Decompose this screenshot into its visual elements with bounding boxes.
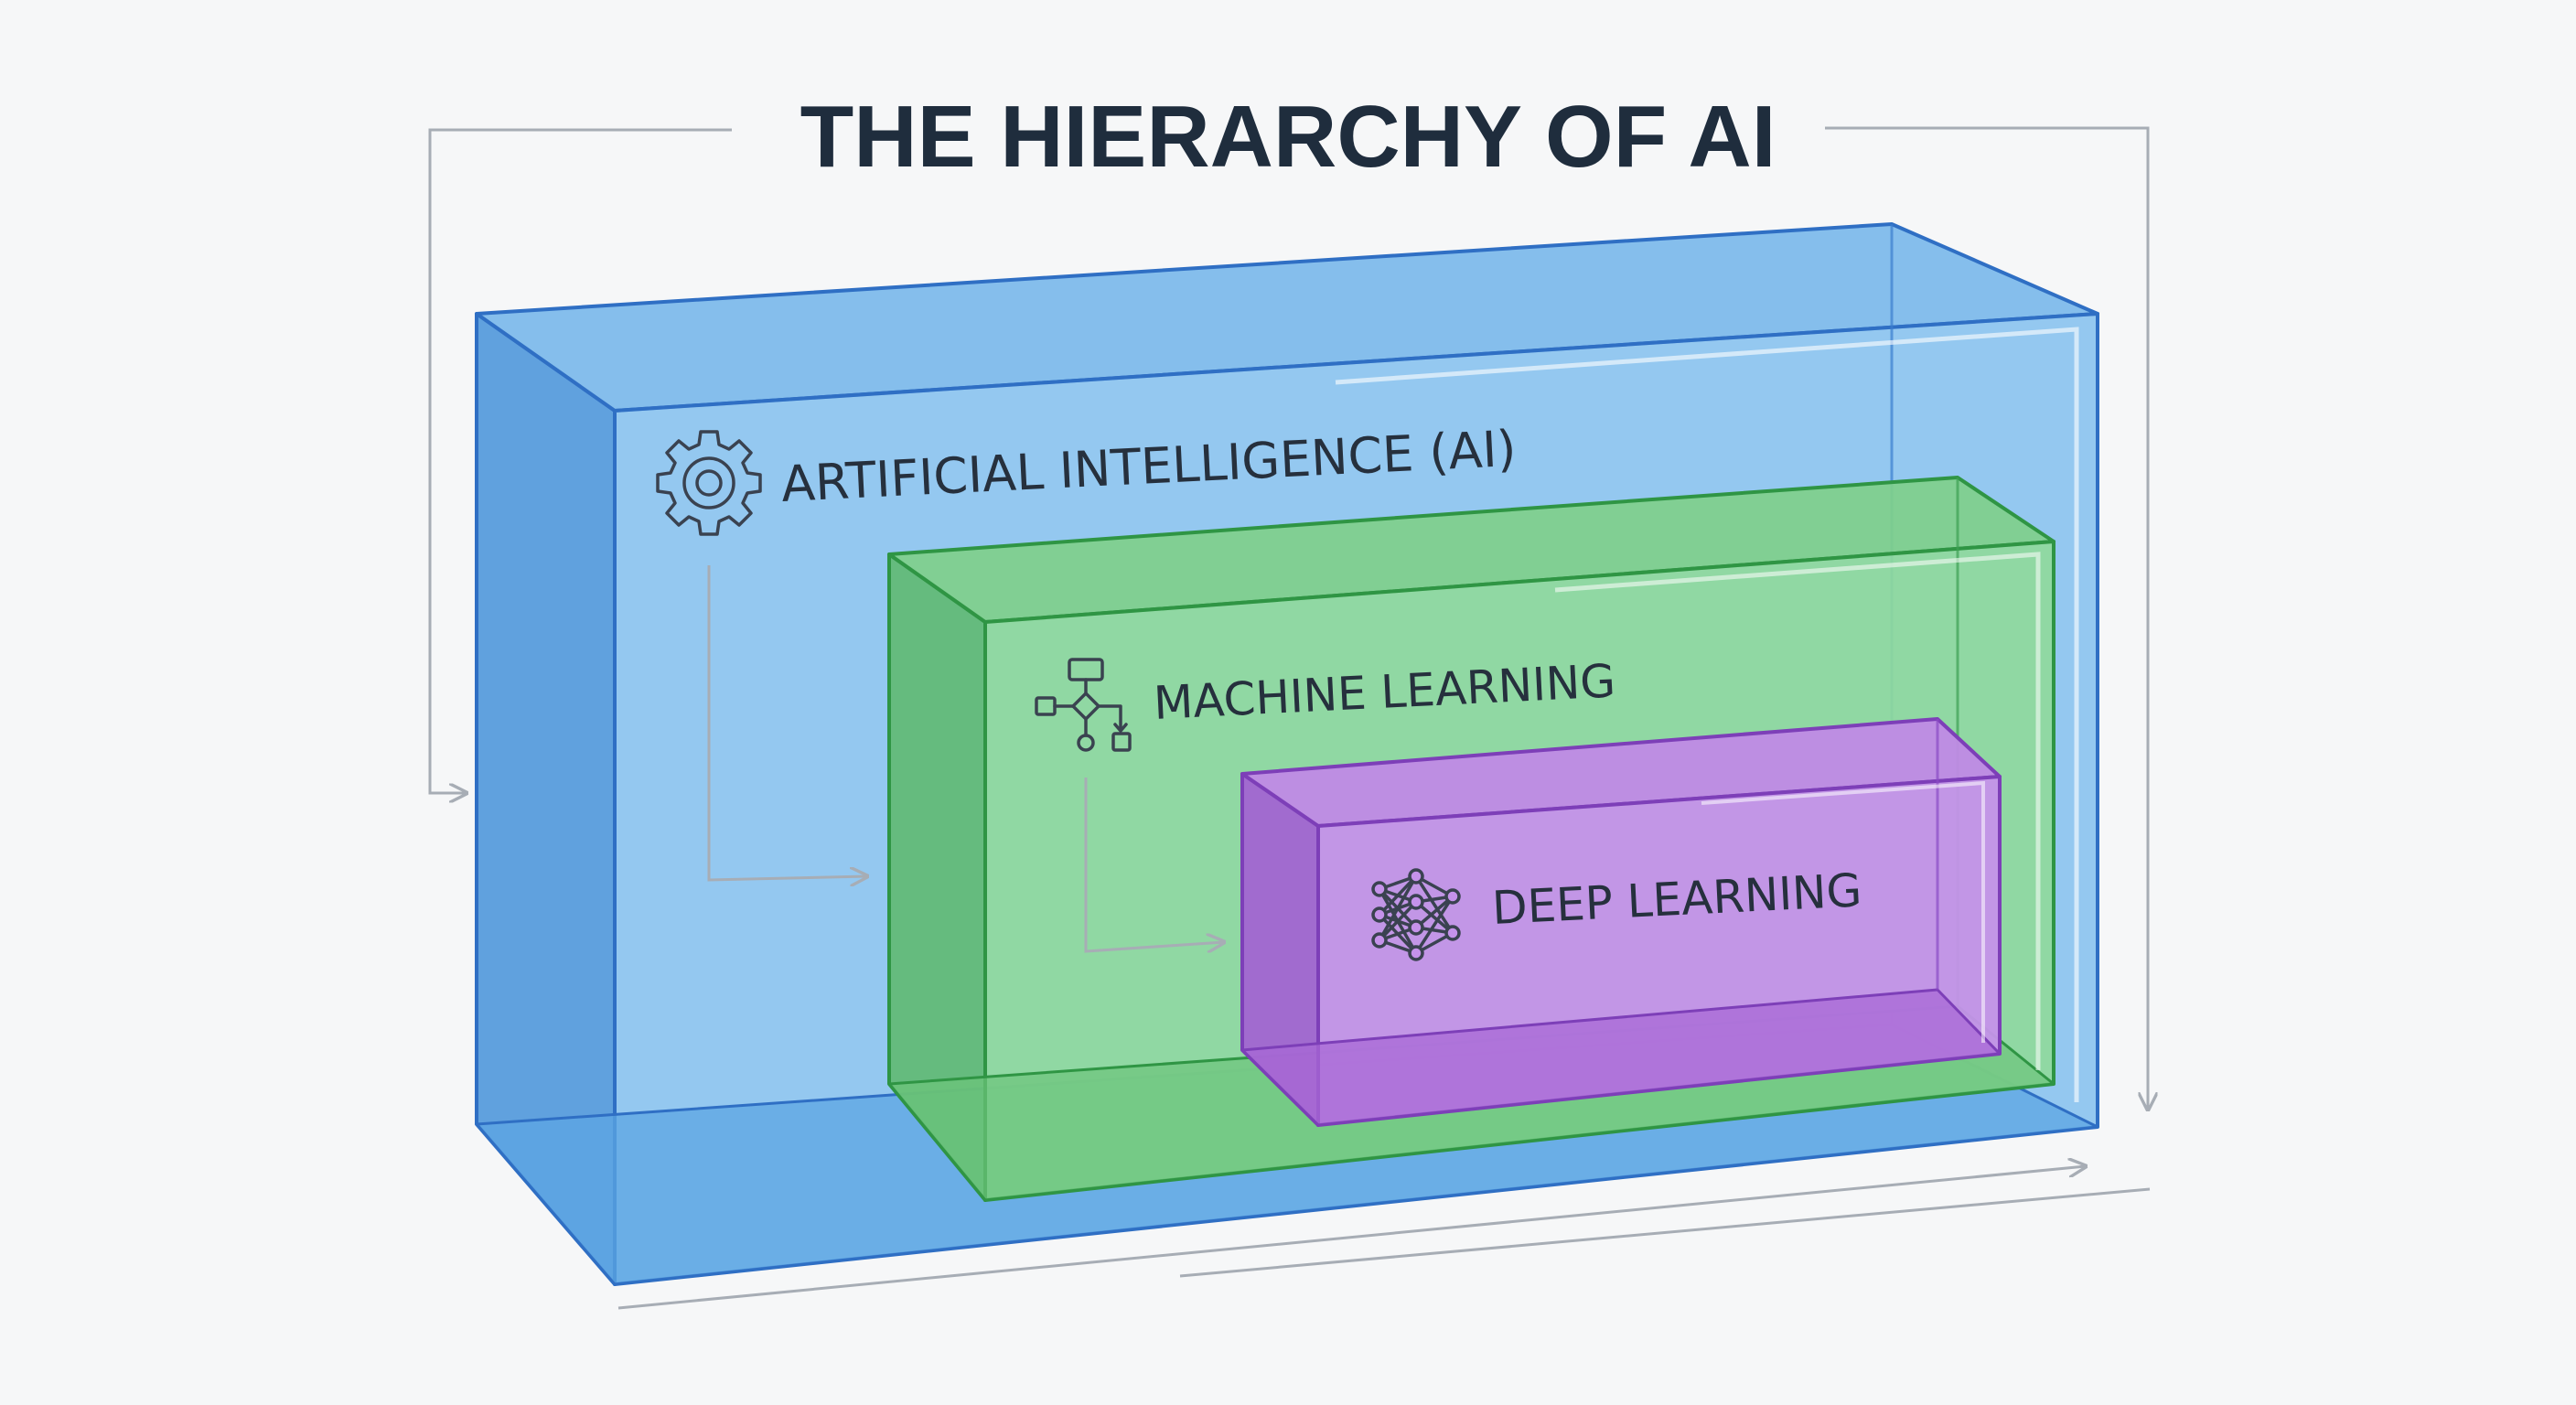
dl-box bbox=[1240, 717, 2002, 1127]
dl-box-highlight bbox=[1701, 780, 1985, 1043]
connector-arrows bbox=[707, 565, 1224, 951]
flowchart-icon bbox=[1035, 658, 1132, 752]
neural-network-icon bbox=[1371, 868, 1461, 961]
bottom-guides bbox=[617, 1166, 2151, 1310]
gear-icon bbox=[656, 430, 762, 536]
ml-box-highlight bbox=[1554, 552, 2041, 1070]
title-guides bbox=[428, 126, 2148, 1110]
ai-box-highlight bbox=[1335, 327, 2079, 1102]
dl-box-bottom-face bbox=[1240, 988, 2002, 1127]
page-title: THE HIERARCHY OF AI bbox=[800, 88, 1776, 186]
